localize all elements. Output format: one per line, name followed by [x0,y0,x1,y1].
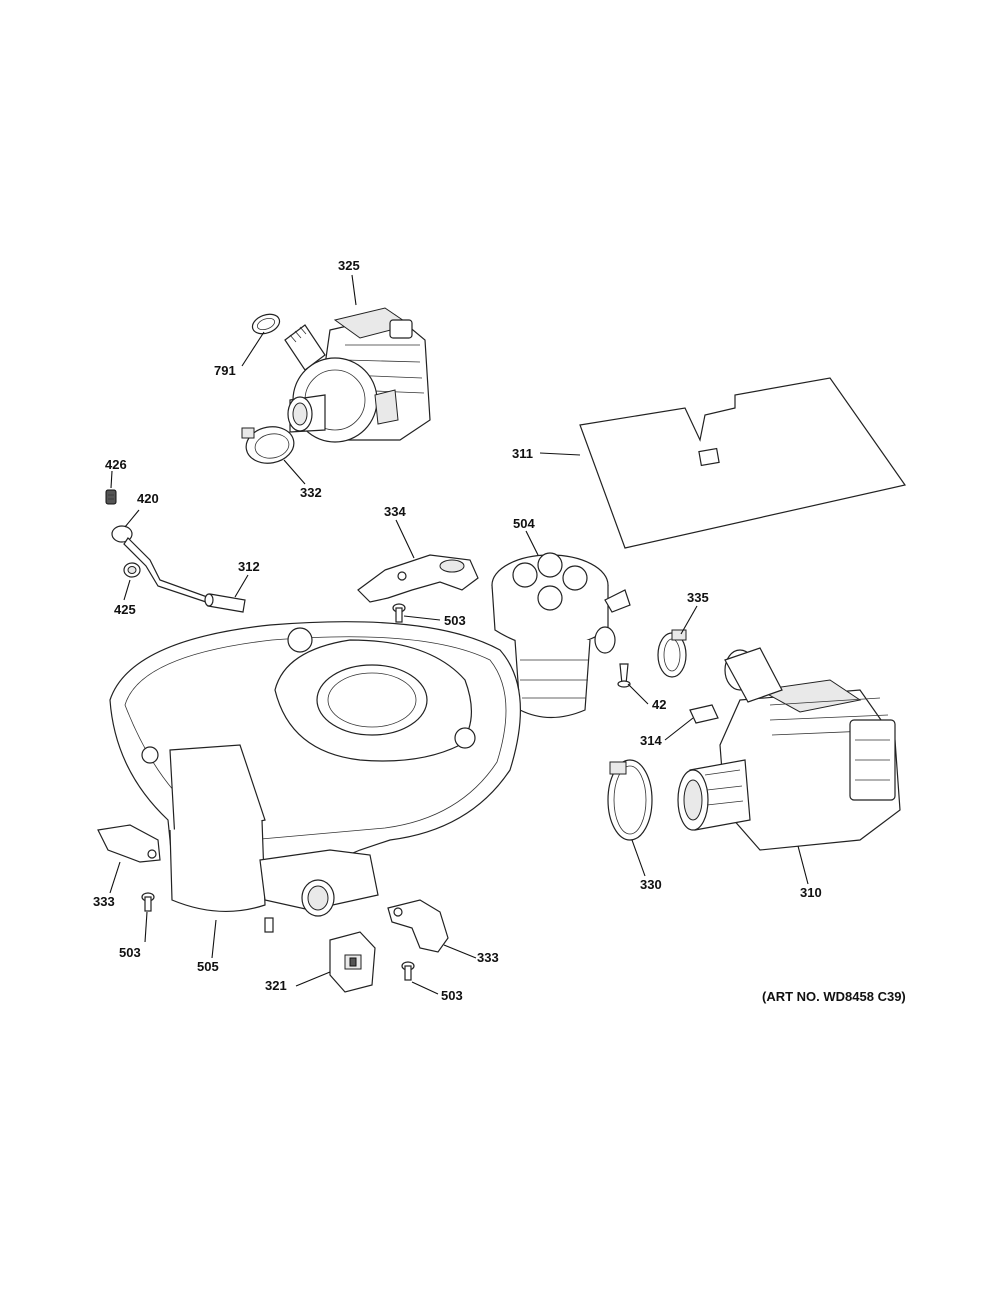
part-335-clamp[interactable] [657,629,687,678]
callout-311: 311 [512,446,533,461]
callout-426: 426 [105,457,127,472]
callout-310: 310 [800,885,822,900]
callout-314: 314 [640,733,662,748]
callout-334: 334 [384,504,406,519]
callout-312: 312 [238,559,260,574]
callout-325: 325 [338,258,360,273]
callout-503-b: 503 [119,945,141,960]
part-314-pad[interactable] [689,704,719,724]
part-321-sensor[interactable] [329,931,376,993]
callout-504: 504 [513,516,535,531]
part-330-clamp[interactable] [607,759,653,841]
part-42-screw[interactable] [617,663,631,688]
art-number: (ART NO. WD8458 C39) [762,989,906,1004]
part-505-sump[interactable] [109,621,522,933]
callout-333-a: 333 [93,894,115,909]
callout-503-c: 503 [441,988,463,1003]
part-333-bracket-a[interactable] [97,824,161,863]
part-312-tube[interactable] [204,593,246,613]
callout-505: 505 [197,959,219,974]
callout-42: 42 [652,697,666,712]
part-420-wire[interactable] [111,525,213,605]
callout-330: 330 [640,877,662,892]
part-334-bracket[interactable] [357,554,479,603]
callout-332: 332 [300,485,322,500]
part-503-screw-b[interactable] [141,892,155,912]
callout-425: 425 [114,602,136,617]
callout-503-a: 503 [444,613,466,628]
callout-333-b: 333 [477,950,499,965]
part-425-nut[interactable] [123,562,141,578]
part-426-screw[interactable] [105,489,117,505]
part-503-screw-a[interactable] [392,603,406,623]
part-325-drain-pump[interactable] [284,307,431,443]
part-310-wash-pump[interactable] [677,647,901,851]
part-503-screw-c[interactable] [401,961,415,981]
callout-321: 321 [265,978,287,993]
part-791-clamp[interactable] [250,311,282,337]
callout-335: 335 [687,590,709,605]
callout-420: 420 [137,491,159,506]
part-333-bracket-b[interactable] [387,899,449,953]
part-332-hose-clamp[interactable] [241,423,297,467]
part-311-pad[interactable] [579,377,907,549]
leader-lines [109,274,809,995]
part-504-diverter[interactable] [491,552,631,719]
callout-791: 791 [214,363,236,378]
